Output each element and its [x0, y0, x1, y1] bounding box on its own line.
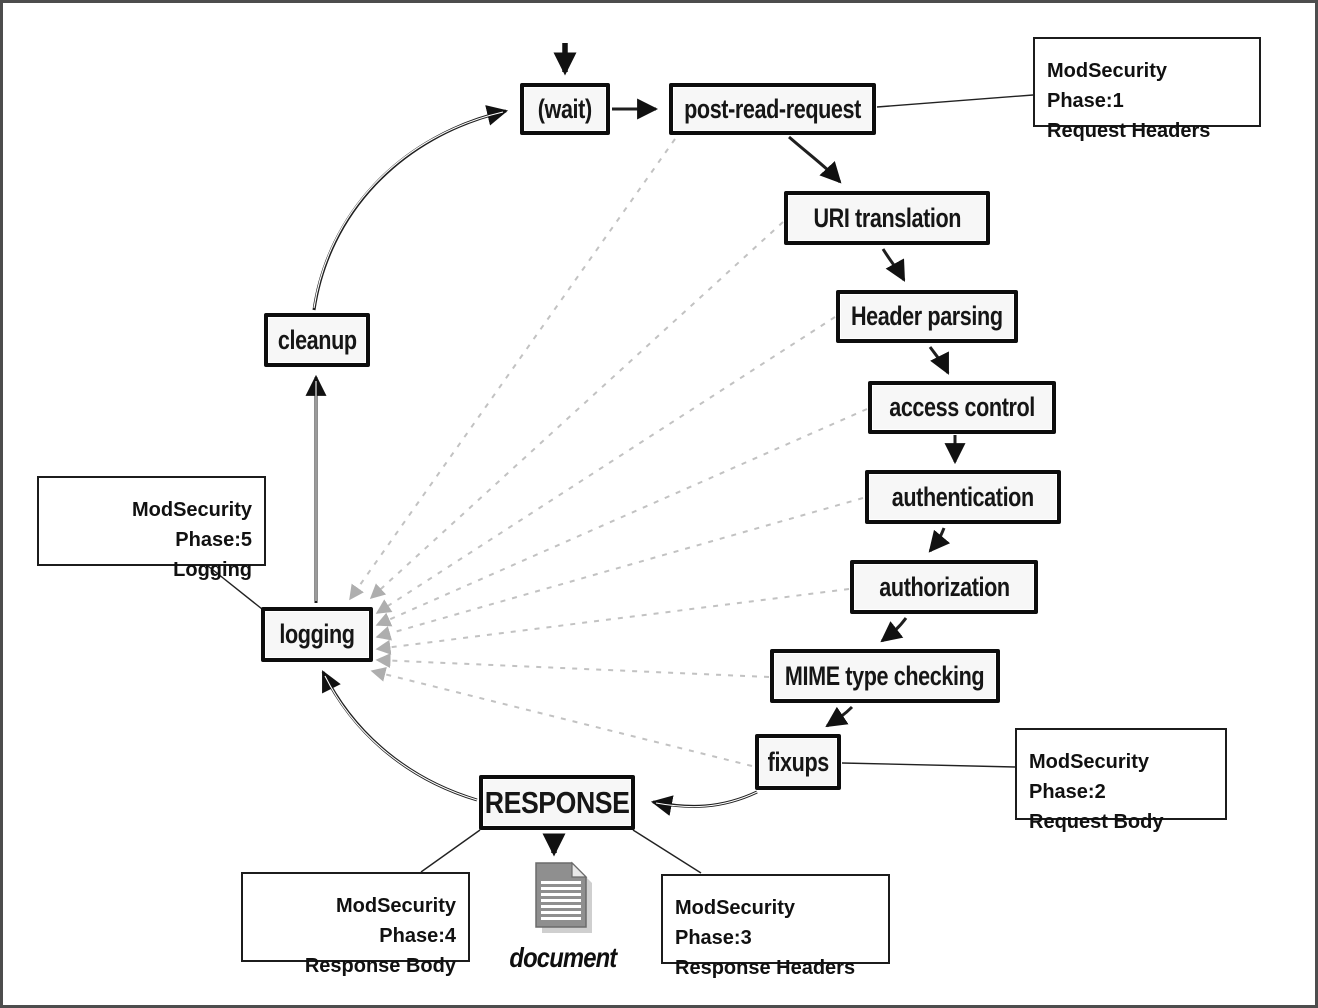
dashed-hook-lines	[349, 138, 868, 767]
entry-exit-arrows	[542, 43, 577, 857]
callout-phase3-line2: Response Headers	[675, 957, 856, 979]
node-cleanup: cleanup	[264, 313, 370, 367]
arc-highlights	[313, 111, 758, 808]
document-icon	[535, 861, 592, 933]
callout-phase2-line1: ModSecurity Phase:2	[1029, 751, 1150, 803]
callout-connectors	[207, 94, 1034, 874]
callout-phase1: ModSecurity Phase:1 Request Headers	[1033, 37, 1261, 142]
node-logging: logging	[261, 607, 373, 662]
callout-phase5-line1: ModSecurity Phase:5	[131, 499, 252, 551]
node-response: RESPONSE	[479, 775, 635, 830]
node-post-read-request: post-read-request	[669, 83, 876, 135]
callout-phase5: ModSecurity Phase:5 Logging	[37, 476, 266, 581]
callout-phase3-line1: ModSecurity Phase:3	[675, 897, 796, 949]
callout-phase4-line1: ModSecurity Phase:4	[335, 895, 456, 947]
node-header-parsing: Header parsing	[836, 290, 1018, 343]
callout-phase4: ModSecurity Phase:4 Response Body	[241, 872, 470, 977]
document-output: document	[493, 861, 633, 974]
callout-phase2: ModSecurity Phase:2 Request Body	[1015, 728, 1227, 833]
node-logging-label: logging	[279, 619, 355, 649]
callout-phase1-line1: ModSecurity Phase:1	[1047, 60, 1168, 112]
node-authentication: authentication	[865, 470, 1061, 524]
node-response-label: RESPONSE	[484, 784, 630, 820]
connector-lines	[207, 43, 1034, 874]
node-post-read-request-label: post-read-request	[684, 93, 861, 124]
node-wait: (wait)	[520, 83, 610, 135]
callout-phase3: ModSecurity Phase:3 Response Headers	[661, 874, 890, 979]
node-uri-translation-label: URI translation	[813, 202, 961, 233]
node-authentication-label: authentication	[891, 481, 1034, 512]
document-label: document	[509, 942, 618, 973]
callout-phase4-line2: Response Body	[304, 955, 456, 977]
node-access-control-label: access control	[889, 392, 1035, 422]
node-mime-type-checking-label: MIME type checking	[785, 660, 985, 691]
callout-phase2-line2: Request Body	[1029, 811, 1164, 833]
node-authorization: authorization	[850, 560, 1038, 614]
node-cleanup-label: cleanup	[277, 324, 357, 355]
node-access-control: access control	[868, 381, 1056, 434]
callout-phase5-line2: Logging	[173, 559, 252, 581]
node-mime-type-checking: MIME type checking	[770, 649, 1000, 703]
node-wait-label: (wait)	[538, 93, 592, 124]
node-uri-translation: URI translation	[784, 191, 990, 245]
node-fixups-label: fixups	[767, 746, 829, 777]
node-fixups: fixups	[755, 734, 841, 790]
node-authorization-label: authorization	[878, 571, 1010, 602]
node-header-parsing-label: Header parsing	[851, 301, 1003, 331]
callout-phase1-line2: Request Headers	[1047, 120, 1211, 142]
